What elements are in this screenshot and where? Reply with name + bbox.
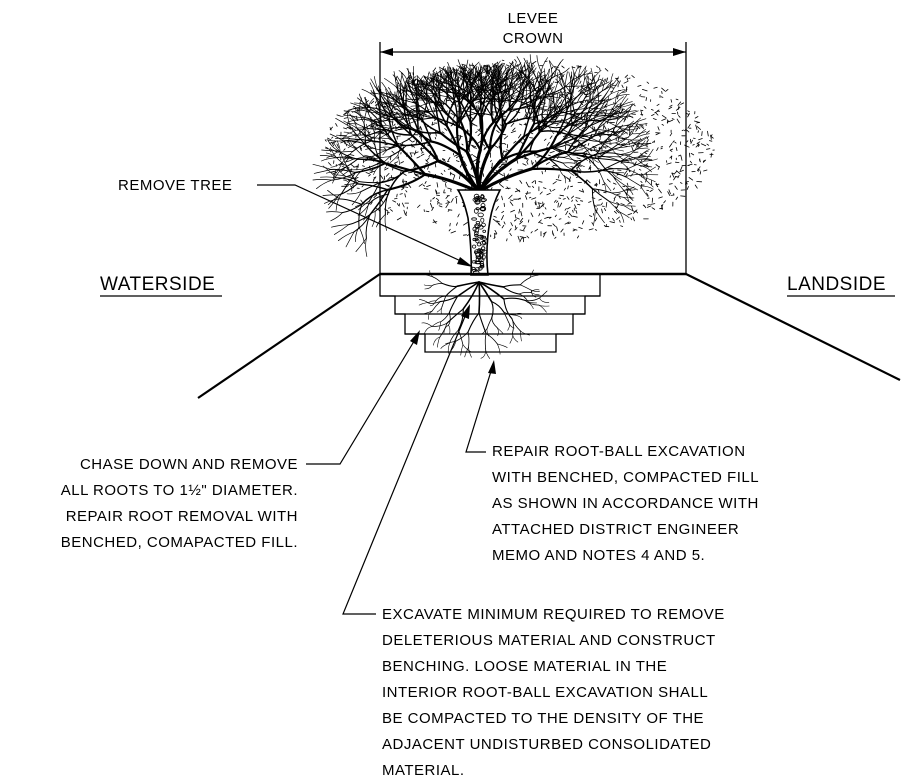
roots-note-leader: [306, 337, 417, 465]
excavate-note-line-3: BENCHING. LOOSE MATERIAL IN THE: [382, 658, 667, 675]
levee-crown-label-line1: LEVEE: [508, 10, 559, 27]
repair-note-line-1: REPAIR ROOT-BALL EXCAVATION: [492, 443, 746, 460]
roots-note-line-3: REPAIR ROOT REMOVAL WITH: [66, 508, 298, 525]
landside-slope: [685, 273, 901, 381]
waterside-slope: [197, 273, 381, 399]
excavate-note: EXCAVATE MINIMUM REQUIRED TO REMOVE DELE…: [382, 606, 725, 779]
tree-bark-texture: [471, 193, 488, 276]
benched-excavation: [379, 274, 601, 353]
repair-note-line-4: ATTACHED DISTRICT ENGINEER: [492, 521, 739, 538]
roots-note-line-4: BENCHED, COMAPACTED FILL.: [61, 534, 298, 551]
levee-crown-dimension: LEVEE CROWN: [379, 10, 687, 274]
levee-profile: [197, 272, 901, 399]
landside-label: LANDSIDE: [787, 274, 886, 295]
leader-arrowhead: [457, 257, 473, 267]
leader-arrowhead: [410, 330, 420, 345]
repair-note-line-5: MEMO AND NOTES 4 AND 5.: [492, 547, 705, 564]
repair-note: REPAIR ROOT-BALL EXCAVATION WITH BENCHED…: [492, 443, 759, 564]
repair-note-line-2: WITH BENCHED, COMPACTED FILL: [492, 469, 759, 486]
roots-note-line-1: CHASE DOWN AND REMOVE: [80, 456, 298, 473]
excavate-note-line-1: EXCAVATE MINIMUM REQUIRED TO REMOVE: [382, 606, 725, 623]
roots-note-line-2: ALL ROOTS TO 1½" DIAMETER.: [61, 482, 298, 499]
excavate-note-line-2: DELETERIOUS MATERIAL AND CONSTRUCT: [382, 632, 716, 649]
tree-trunk: [456, 189, 502, 276]
excavate-note-line-4: INTERIOR ROOT-BALL EXCAVATION SHALL: [382, 684, 708, 701]
leader-arrowhead: [461, 304, 470, 319]
tree-branches: [312, 54, 659, 257]
roots-note: CHASE DOWN AND REMOVE ALL ROOTS TO 1½" D…: [61, 456, 298, 551]
remove-tree-leader: [257, 184, 464, 263]
excavate-note-line-7: MATERIAL.: [382, 762, 465, 779]
excavate-note-leader: [342, 313, 467, 615]
tree-illustration: [312, 54, 715, 276]
waterside-label: WATERSIDE: [100, 274, 215, 295]
repair-note-leader: [465, 367, 493, 453]
excavate-note-line-5: BE COMPACTED TO THE DENSITY OF THE: [382, 710, 704, 727]
remove-tree-label: REMOVE TREE: [118, 177, 232, 194]
tree-roots: [418, 269, 550, 359]
leader-arrowhead: [488, 360, 496, 374]
repair-note-line-3: AS SHOWN IN ACCORDANCE WITH: [492, 495, 759, 512]
excavate-note-line-6: ADJACENT UNDISTURBED CONSOLIDATED: [382, 736, 711, 753]
levee-crown-label-line2: CROWN: [503, 30, 564, 47]
